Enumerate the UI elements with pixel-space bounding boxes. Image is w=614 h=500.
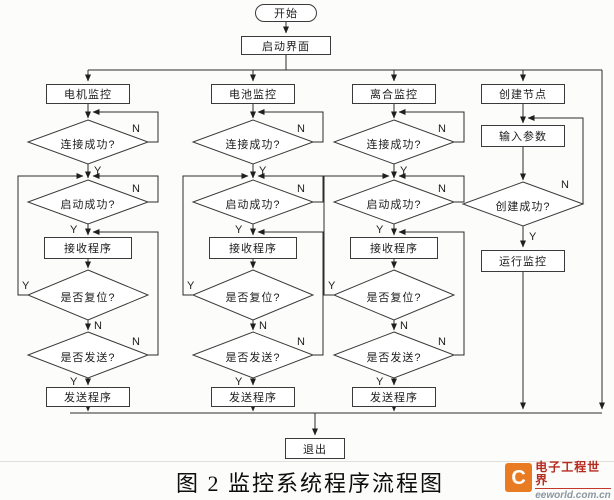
no-label: N	[297, 183, 305, 195]
launch-screen-node: 启动界面	[241, 36, 331, 55]
yes-label: Y	[376, 376, 384, 388]
clutch-monitor-node: 离合监控	[352, 84, 436, 104]
eeworld-domain: eeworld.com.cn	[535, 490, 611, 500]
send-program-node: 发送程序	[46, 387, 130, 407]
yes-label: Y	[328, 280, 336, 292]
send-program-node: 发送程序	[211, 387, 295, 407]
eeworld-site-name: 电子工程世界	[535, 460, 601, 487]
logo-underline	[535, 488, 611, 489]
receive-program-node: 接收程序	[209, 237, 297, 259]
yes-label: Y	[70, 376, 78, 388]
no-label: N	[561, 179, 569, 191]
no-label: N	[94, 320, 102, 332]
start-node: 开始	[255, 4, 317, 22]
yes-label: Y	[235, 224, 243, 236]
motor-monitor-node: 电机监控	[46, 84, 130, 104]
receive-program-node: 接收程序	[44, 237, 132, 259]
no-label: N	[438, 123, 446, 135]
receive-program-node: 接收程序	[350, 237, 438, 259]
yes-label: Y	[259, 165, 267, 177]
send-program-node: 发送程序	[352, 387, 436, 407]
yes-label: Y	[235, 376, 243, 388]
decision-diamonds	[26, 119, 585, 379]
no-label: N	[132, 336, 140, 348]
exit-node: 退出	[285, 438, 345, 459]
input-params-node: 输入参数	[481, 125, 565, 147]
no-label: N	[400, 320, 408, 332]
no-label: N	[132, 123, 140, 135]
no-label: N	[132, 183, 140, 195]
no-label: N	[438, 183, 446, 195]
yes-label: Y	[187, 280, 195, 292]
yes-label: Y	[22, 280, 30, 292]
no-label: N	[259, 320, 267, 332]
connector-lines	[17, 22, 605, 436]
eeworld-logo-icon: C	[505, 463, 533, 492]
eeworld-logo[interactable]: C 电子工程世界 eeworld.com.cn	[505, 460, 611, 500]
battery-monitor-node: 电池监控	[211, 84, 295, 104]
branch-labels: N Y N Y Y N N Y N Y N Y Y N N Y N Y N Y …	[22, 123, 569, 388]
yes-label: Y	[94, 165, 102, 177]
yes-label: Y	[70, 224, 78, 236]
no-label: N	[438, 336, 446, 348]
yes-label: Y	[400, 165, 408, 177]
run-monitor-node: 运行监控	[481, 250, 565, 272]
yes-label: Y	[529, 231, 537, 243]
create-node-node: 创建节点	[481, 84, 565, 104]
yes-label: Y	[376, 224, 384, 236]
no-label: N	[297, 336, 305, 348]
figure-caption: 图 2 监控系统程序流程图	[175, 471, 444, 496]
figure-divider	[0, 461, 614, 462]
no-label: N	[297, 123, 305, 135]
